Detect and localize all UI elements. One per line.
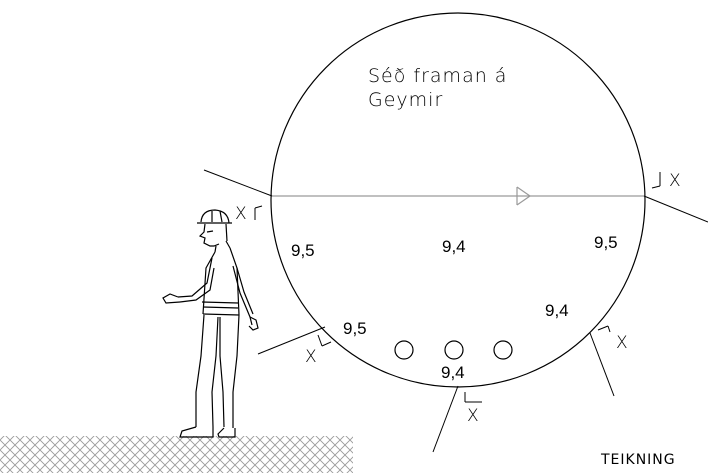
section-marker-lower-left: X [257,326,332,367]
section-marker-bottom: X [432,385,482,453]
section-marker-right: X [643,171,708,223]
section-marker-lower-right: X [589,325,628,397]
svg-text:X: X [305,347,317,367]
nozzle-left [394,340,414,360]
ground-hatch [0,436,353,473]
drawing-title-line2: Geymir [368,89,443,111]
nozzle-right [493,340,513,360]
section-marker-left: X [203,169,273,224]
flow-direction-symbol [516,186,532,206]
thickness-lower-left: 9,5 [343,319,367,338]
drawing-title-line1: Séð framan á [368,65,507,87]
footer-label: TEIKNING [600,452,676,468]
svg-text:X: X [467,406,479,426]
thickness-upper-left: 9,5 [291,241,315,260]
thickness-lower-right: 9,4 [545,301,569,320]
thickness-bottom: 9,4 [441,363,465,382]
svg-text:X: X [235,204,247,224]
worker-figure [162,209,259,438]
thickness-upper-center: 9,4 [442,237,466,256]
thickness-upper-right: 9,5 [594,233,618,252]
nozzle-center [444,340,464,360]
svg-text:X: X [616,333,628,353]
svg-text:X: X [669,171,681,191]
